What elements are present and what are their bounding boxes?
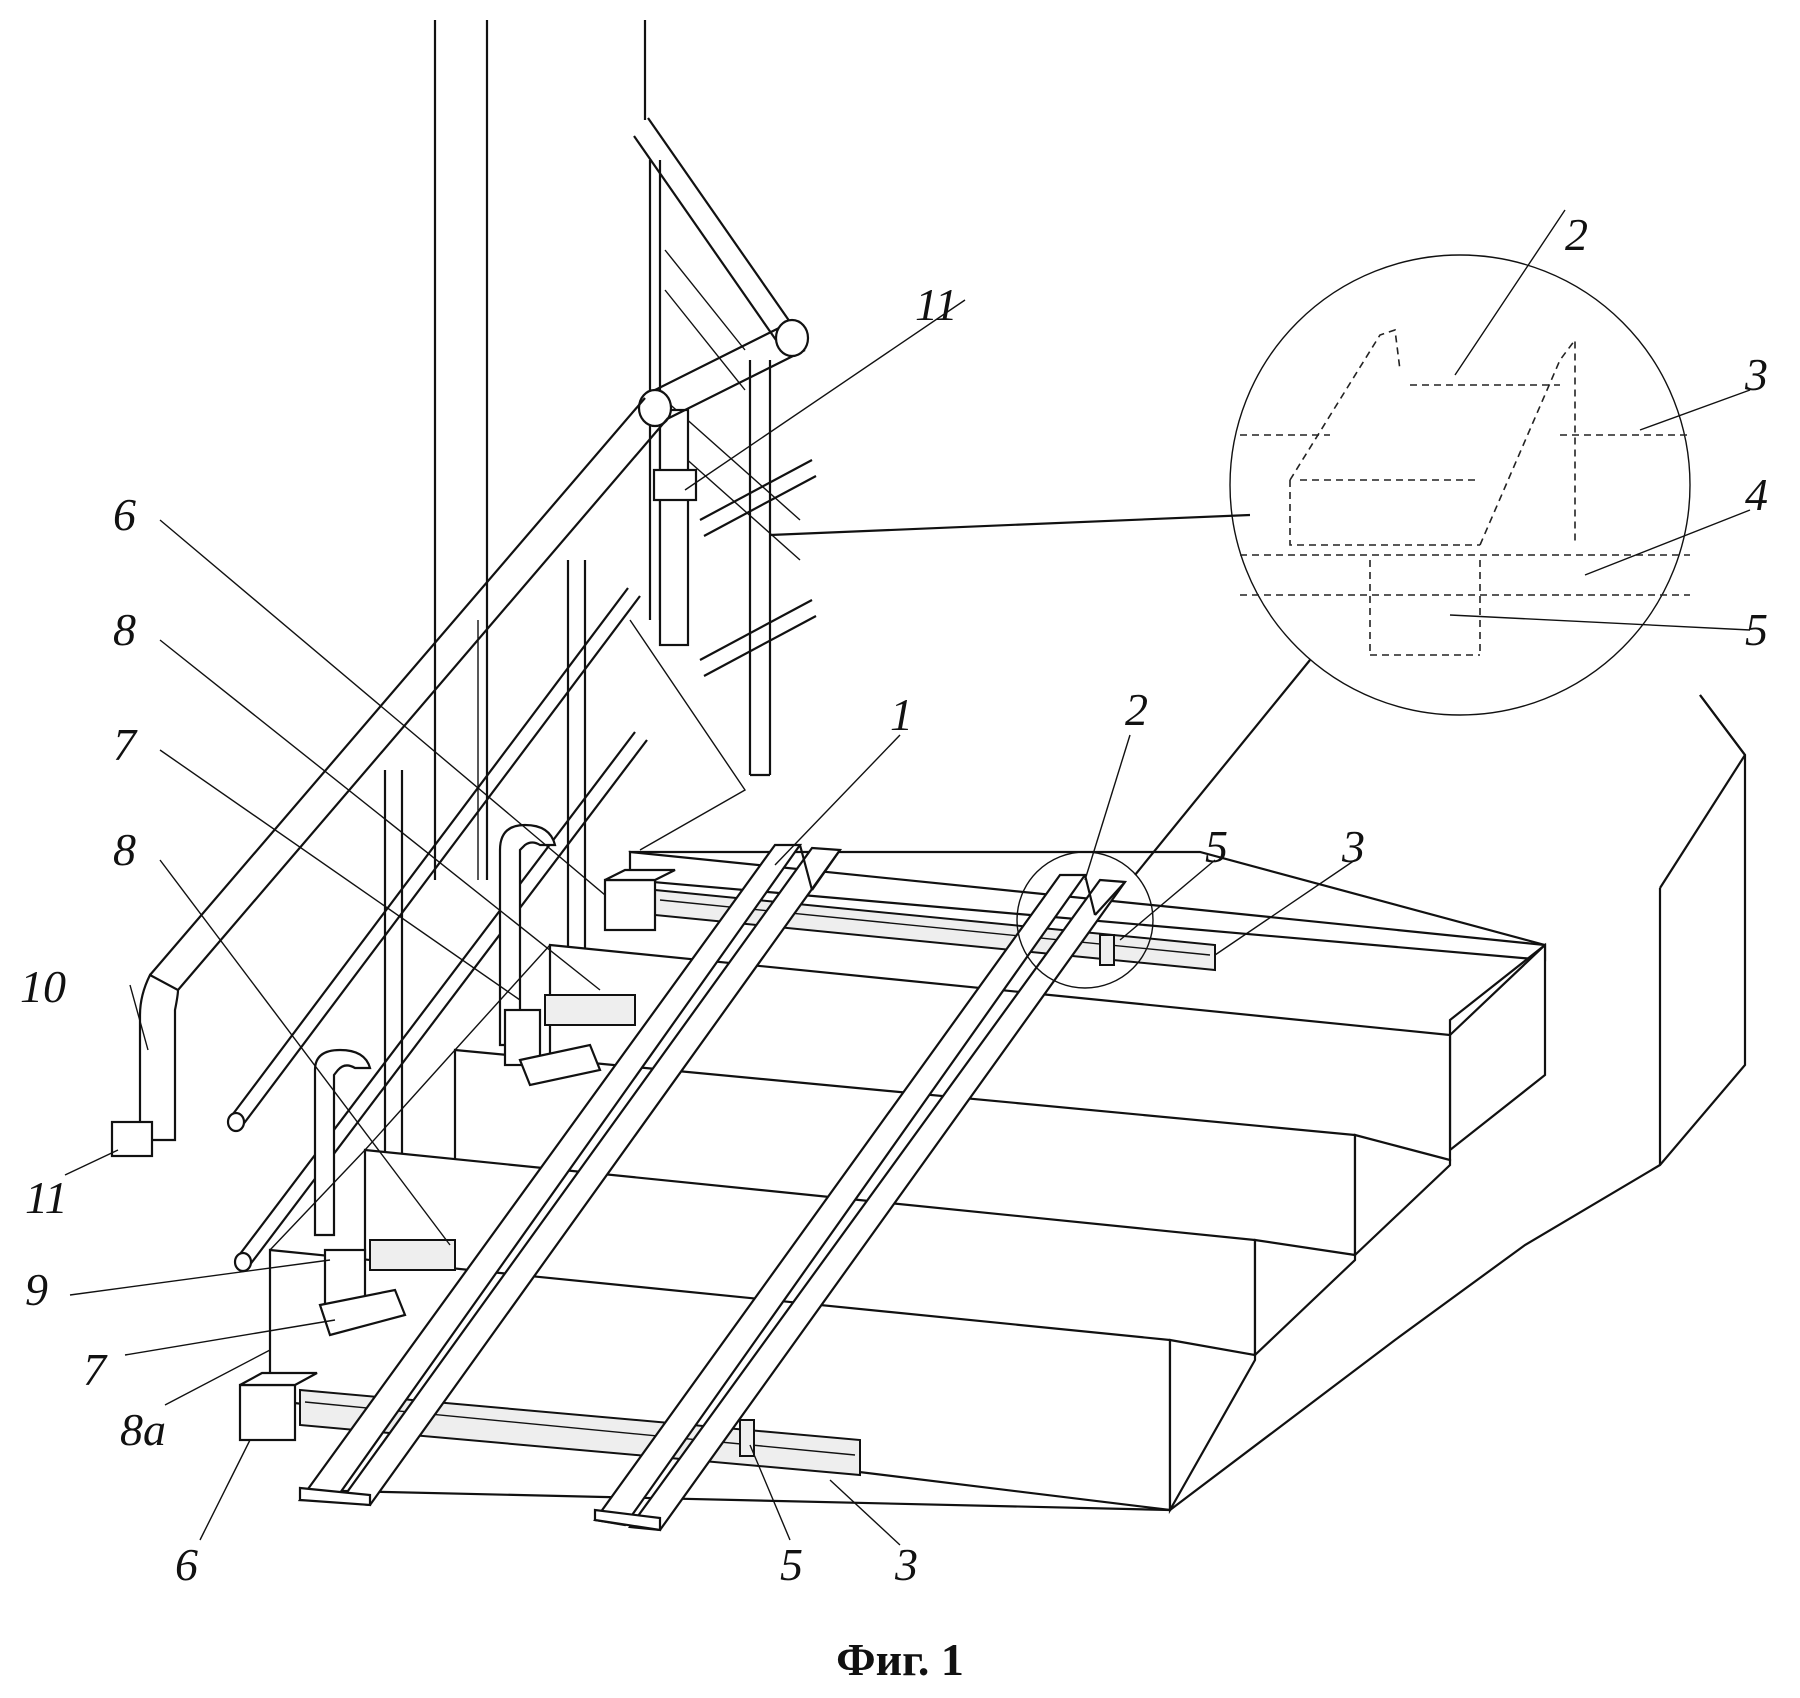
main-handrail [110,397,669,1273]
label-11-top: 11 [915,279,958,330]
label-7-bottom: 7 [83,1344,108,1395]
label-8-mid: 8 [113,824,136,875]
label-5-bottom: 5 [780,1539,803,1590]
label-3-main: 3 [1341,821,1365,872]
label-6-bottom: 6 [175,1539,198,1590]
label-2-detail: 2 [1565,209,1588,260]
staircase [268,694,1747,1515]
figure-caption: Фиг. 1 [836,1634,964,1685]
label-7-top: 7 [113,719,138,770]
detail-magnifier [769,254,1691,989]
label-8-top: 8 [113,604,136,655]
label-10: 10 [20,961,66,1012]
label-4: 4 [1745,469,1768,520]
label-6-top: 6 [113,489,136,540]
label-5-main: 5 [1205,821,1228,872]
label-1: 1 [890,689,913,740]
label-9: 9 [25,1264,48,1315]
label-3-detail: 3 [1744,349,1768,400]
wall-column [433,20,647,880]
upper-railing [629,117,817,851]
label-5-detail: 5 [1745,604,1768,655]
label-2-main: 2 [1125,684,1148,735]
label-3-bottom: 3 [894,1539,918,1590]
label-8a: 8a [120,1404,166,1455]
label-11-left: 11 [25,1172,68,1223]
part-labels: 1 2 2 3 3 3 4 5 5 5 6 6 7 7 8 8 8a 9 10 … [20,209,1768,1590]
leader-lines [64,209,1751,1546]
devices [238,868,676,1442]
ramp-channels [297,843,1128,1532]
